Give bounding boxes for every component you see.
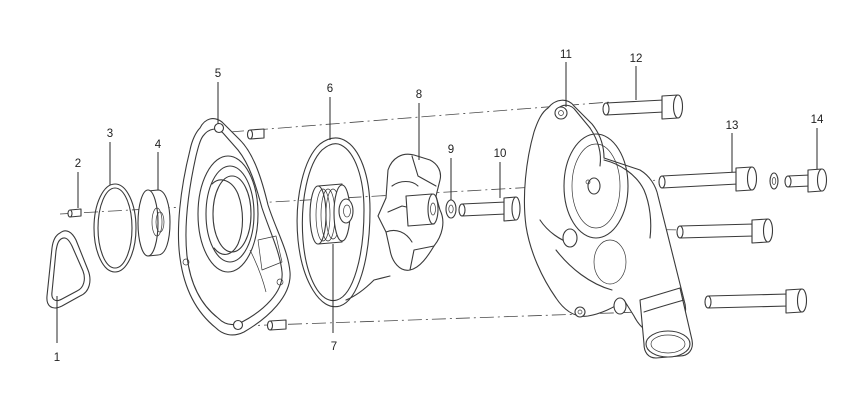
washer-part-9 xyxy=(445,199,457,219)
callout-7: 7 xyxy=(331,341,337,353)
callout-12: 12 xyxy=(630,53,643,65)
callout-2: 2 xyxy=(75,158,81,170)
callout-1: 1 xyxy=(54,352,60,364)
bolt-part-14 xyxy=(784,168,828,193)
callout-8: 8 xyxy=(416,89,422,101)
bolt-lower xyxy=(704,288,808,314)
axis-lower xyxy=(239,311,641,327)
pump-body-part-11 xyxy=(523,99,693,359)
seal-disc-part-4 xyxy=(137,189,171,257)
callout-4: 4 xyxy=(155,139,162,151)
bolt-part-13 xyxy=(658,166,758,192)
ring-seal-part-6 xyxy=(296,137,391,308)
callout-9: 9 xyxy=(448,144,454,156)
callout-11: 11 xyxy=(560,49,572,61)
callout-labels: 1 2 3 4 5 6 7 8 9 10 11 12 13 14 xyxy=(54,49,824,364)
o-ring-part-3 xyxy=(93,183,137,273)
callout-5: 5 xyxy=(215,68,221,80)
callout-14: 14 xyxy=(811,114,824,126)
impeller-part-8 xyxy=(377,153,444,271)
bolt-part-10 xyxy=(458,196,521,222)
pump-cover-part-5 xyxy=(177,118,291,336)
mechanical-seal-part-7 xyxy=(309,183,354,245)
gasket-part-1 xyxy=(46,230,91,309)
callout-10: 10 xyxy=(494,148,507,160)
bolt-part-12 xyxy=(602,94,684,120)
washer-small xyxy=(769,172,779,190)
pin-part-2 xyxy=(67,208,82,218)
leader-lines xyxy=(56,62,818,343)
callout-3: 3 xyxy=(107,128,113,140)
callout-13: 13 xyxy=(726,120,739,132)
axis-upper xyxy=(229,101,611,133)
bolt-middle xyxy=(676,218,774,244)
callout-6: 6 xyxy=(327,83,333,95)
